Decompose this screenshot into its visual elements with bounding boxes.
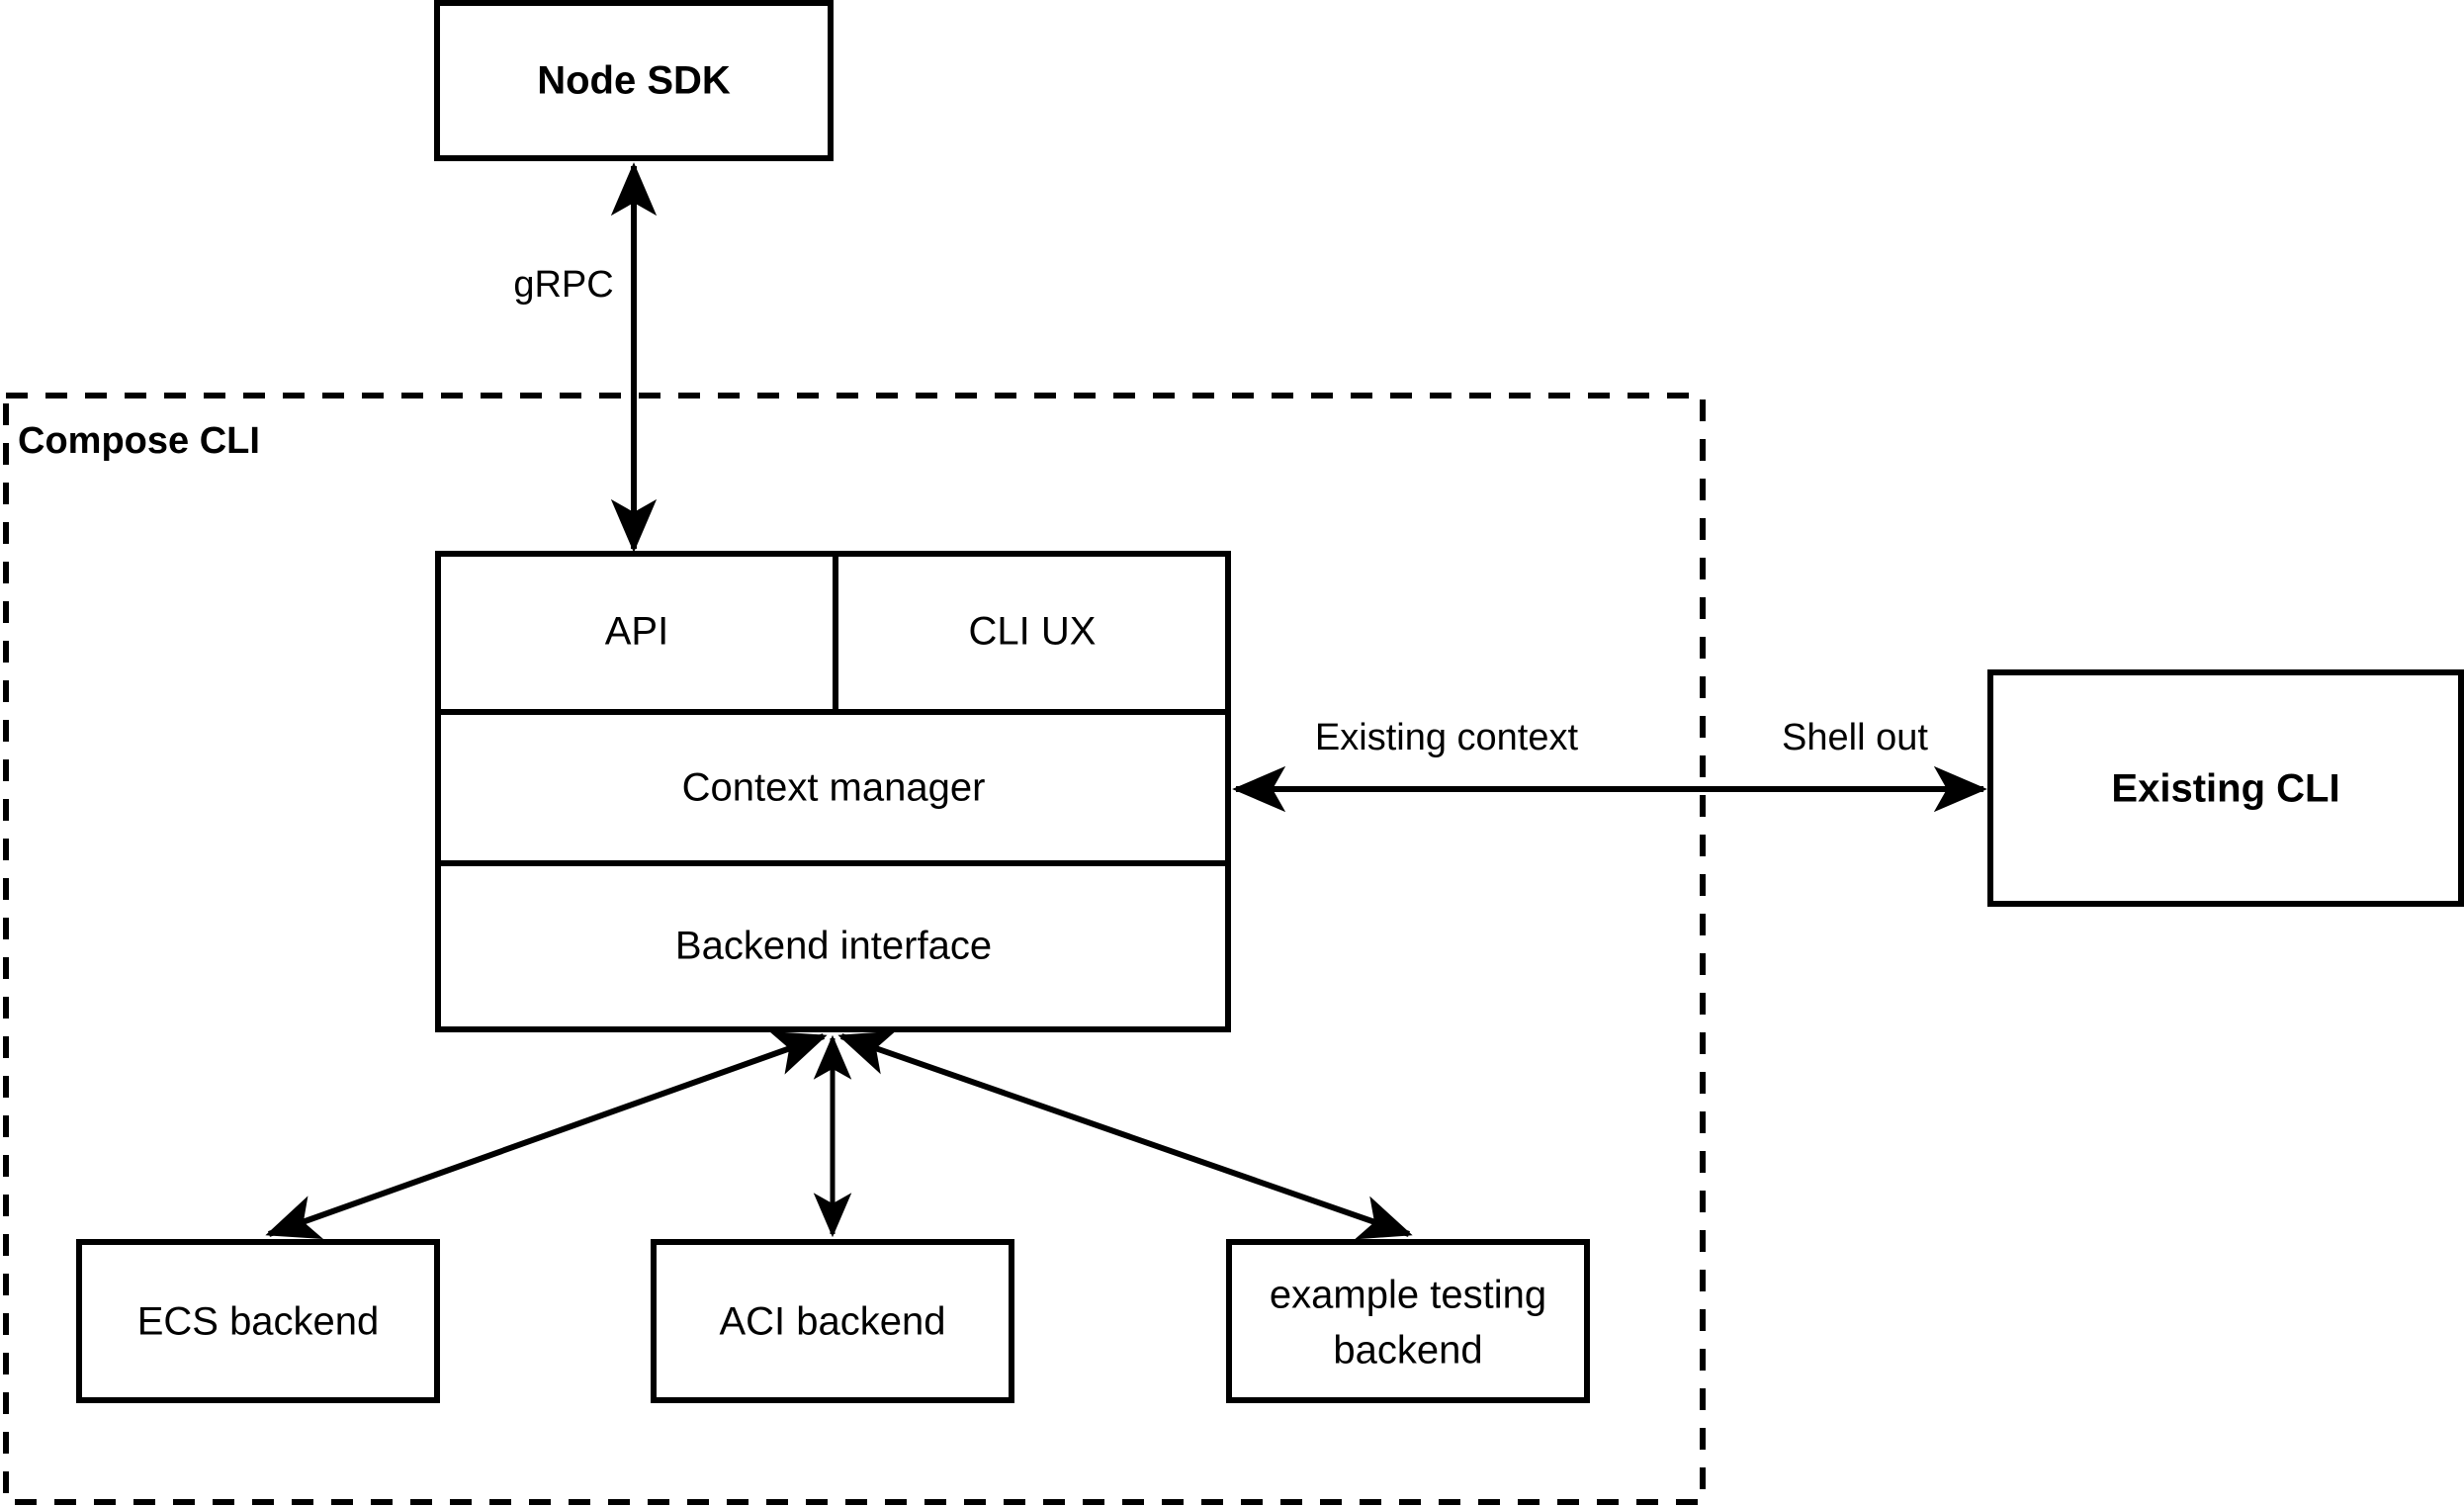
compose-cli-group-label: Compose CLI (18, 420, 260, 462)
edge-backend-ecs (265, 1031, 828, 1239)
cli-ux-label: CLI UX (969, 610, 1097, 654)
node-sdk-box: Node SDK (434, 0, 834, 161)
example-testing-backend-label-line2: backend (1333, 1329, 1482, 1373)
ecs-backend-label: ECS backend (137, 1300, 380, 1344)
aci-backend-box: ACI backend (651, 1239, 1014, 1403)
example-testing-backend-box-shape (1226, 1239, 1590, 1403)
ecs-backend-box: ECS backend (76, 1239, 440, 1403)
shell-out-edge-label: Shell out (1782, 717, 1928, 758)
aci-backend-box-shape (651, 1239, 1014, 1403)
context-manager-label: Context manager (682, 766, 986, 810)
backend-interface-label: Backend interface (675, 925, 992, 968)
example-testing-backend-box: example testing backend (1226, 1239, 1590, 1403)
existing-context-edge-label: Existing context (1315, 717, 1579, 758)
edge-grpc: gRPC (513, 162, 658, 553)
grpc-edge-label: gRPC (513, 264, 613, 306)
existing-cli-box: Existing CLI (1987, 669, 2464, 907)
group-compose-cli: Compose CLI (3, 393, 1706, 1505)
aci-backend-label: ACI backend (719, 1300, 945, 1344)
node-sdk-box-shape (434, 0, 834, 161)
backend-example-arrow-line (837, 1030, 1413, 1240)
compose-cli-group-border (3, 393, 1706, 1505)
node-sdk-label: Node SDK (537, 59, 731, 103)
edge-backend-example (837, 1030, 1413, 1240)
backend-ecs-arrow-line (265, 1031, 828, 1239)
existing-cli-label: Existing CLI (2111, 767, 2339, 811)
api-label: API (605, 610, 668, 654)
ecs-backend-box-shape (76, 1239, 440, 1403)
existing-cli-box-shape (1987, 669, 2464, 907)
edge-existing-context-shell-out: Existing context Shell out (1232, 717, 1987, 813)
compose-cli-core-stack: API CLI UX Context manager Backend inter… (435, 551, 1231, 1032)
example-testing-backend-label-line1: example testing (1270, 1274, 1546, 1317)
